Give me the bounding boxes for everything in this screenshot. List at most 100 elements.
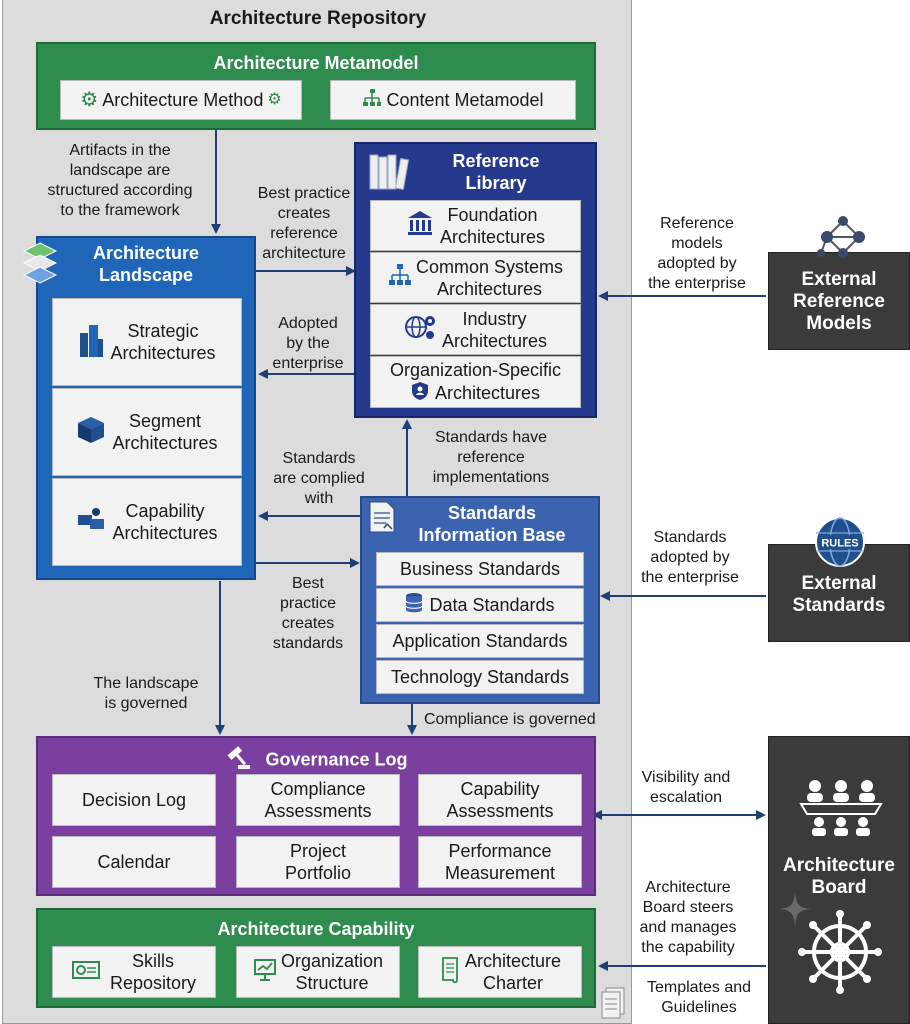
rules-globe-icon: RULES xyxy=(812,514,868,570)
ship-wheel-icon xyxy=(797,909,883,995)
gavel-icon xyxy=(224,746,252,775)
documents-icon xyxy=(598,984,628,1022)
business-standards-card[interactable]: Business Standards xyxy=(376,552,584,586)
content-metamodel-label: Content Metamodel xyxy=(386,90,544,110)
architecture-metamodel: Architecture Metamodel ⚙ Architecture Me… xyxy=(36,42,596,130)
globe-gear-icon xyxy=(404,313,438,346)
application-standards-label: Application Standards xyxy=(392,631,568,651)
data-standards-label: Data Standards xyxy=(429,595,555,615)
document-icon xyxy=(366,500,398,534)
database-icon xyxy=(405,592,423,619)
books-icon xyxy=(368,152,414,192)
rules-badge-text: RULES xyxy=(821,538,858,550)
hierarchy-icon xyxy=(362,88,382,113)
governance-title: Governance Log xyxy=(265,749,408,770)
data-standards-card[interactable]: Data Standards xyxy=(376,588,584,622)
decision-log-card[interactable]: Decision Log xyxy=(52,774,216,826)
architecture-method-card[interactable]: ⚙ Architecture Method ⚙ xyxy=(60,80,302,120)
presentation-icon xyxy=(253,958,277,987)
content-metamodel-card[interactable]: Content Metamodel xyxy=(330,80,576,120)
governance-title-row: Governance Log xyxy=(38,746,594,775)
capability-icon xyxy=(76,507,106,538)
shield-icon xyxy=(411,381,429,406)
technology-standards-card[interactable]: Technology Standards xyxy=(376,660,584,694)
label-compliance-governed: Compliance is governed xyxy=(424,711,596,728)
calendar-label: Calendar xyxy=(97,852,171,872)
organization-specific-architectures-card[interactable]: Organization-Specific Architectures xyxy=(370,356,581,408)
technology-standards-label: Technology Standards xyxy=(390,667,570,687)
business-standards-label: Business Standards xyxy=(399,559,561,579)
capability-title: Architecture Capability xyxy=(217,919,415,939)
sparkle-icon xyxy=(775,887,815,931)
gears-small-icon: ⚙ xyxy=(267,91,282,108)
architecture-method-label: Architecture Method xyxy=(102,90,264,110)
map-layers-icon xyxy=(20,240,60,292)
cube-icon xyxy=(76,415,106,450)
application-standards-card[interactable]: Application Standards xyxy=(376,624,584,658)
decision-log-label: Decision Log xyxy=(81,790,187,810)
institution-icon xyxy=(406,209,434,242)
repository-title: Architecture Repository xyxy=(209,8,427,29)
network-nodes-icon xyxy=(806,212,870,262)
org-chart-icon xyxy=(388,263,412,292)
gears-icon: ⚙ xyxy=(80,89,99,111)
buildings-icon xyxy=(78,323,104,362)
calendar-card[interactable]: Calendar xyxy=(52,836,216,888)
scroll-icon xyxy=(439,956,461,989)
metamodel-title: Architecture Metamodel xyxy=(213,53,419,73)
org-specific-line1: Organization-Specific xyxy=(389,359,562,380)
